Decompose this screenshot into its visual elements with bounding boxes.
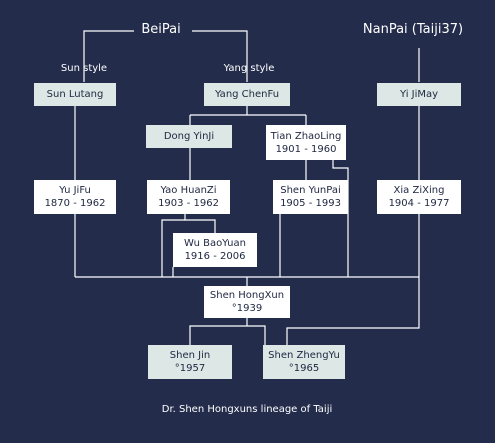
connector-yang-fork: [189, 106, 307, 125]
node-name: Yu JiFu: [59, 185, 91, 196]
node-name: Xia ZiXing: [393, 185, 445, 196]
node-yu-jifu: Yu JiFu 1870 - 1962: [34, 180, 116, 214]
node-shen-jin: Shen Jin °1957: [148, 345, 232, 379]
nanpai-title: NanPai (Taiji37): [362, 22, 464, 37]
node-yao-huanzi: Yao HuanZi 1903 - 1962: [147, 180, 230, 214]
node-name: Tian ZhaoLing: [270, 130, 342, 142]
node-name: Shen HongXun: [209, 290, 285, 301]
beipai-title: BeiPai: [141, 22, 181, 37]
node-name: Yang ChenFu: [214, 89, 280, 100]
node-name: Shen YunPai: [280, 185, 341, 196]
node-tian-zhaoling: Tian ZhaoLing 1901 - 1960: [266, 125, 346, 160]
node-name: Shen ZhengYu: [268, 350, 340, 361]
node-dong-yinji: Dong YinJi: [146, 125, 232, 148]
node-name: Wu BaoYuan: [184, 238, 246, 249]
node-name: Shen Jin: [169, 350, 211, 361]
connector-yao-wu: [184, 214, 216, 233]
node-name: Dong YinJi: [163, 131, 215, 142]
node-shen-zhengyu: Shen ZhengYu °1965: [263, 345, 345, 379]
node-years: 1904 - 1977: [388, 198, 450, 209]
node-xia-zixing: Xia ZiXing 1904 - 1977: [377, 180, 461, 214]
node-yang-chenfu: Yang ChenFu: [204, 83, 290, 106]
connector-tian-down: [332, 160, 349, 277]
node-years: 1905 - 1993: [280, 198, 341, 209]
connector-right-to-zhengyu: [286, 277, 420, 345]
connector-yao-loop: [161, 219, 185, 277]
yang-style-label: Yang style: [223, 63, 275, 74]
node-yi-jimay: Yi JiMay: [377, 83, 461, 106]
diagram-caption: Dr. Shen Hongxuns lineage of Taiji: [161, 404, 333, 415]
node-years: °1939: [231, 303, 263, 314]
node-name: Yao HuanZi: [160, 185, 217, 196]
node-years: °1957: [174, 363, 206, 374]
node-years: 1870 - 1962: [44, 198, 106, 209]
node-years: °1965: [288, 363, 320, 374]
connector-hongxun-children: [189, 318, 266, 345]
node-years: 1916 - 2006: [184, 251, 246, 262]
node-years: 1901 - 1960: [275, 143, 337, 155]
node-shen-yunpai: Shen YunPai 1905 - 1993: [273, 180, 348, 214]
node-wu-baoyuan: Wu BaoYuan 1916 - 2006: [173, 233, 257, 267]
sun-style-label: Sun style: [60, 63, 108, 74]
node-shen-hongxun: Shen HongXun °1939: [204, 286, 290, 318]
node-years: 1903 - 1962: [158, 198, 219, 209]
connector-beipai: [83, 30, 248, 82]
node-name: Yi JiMay: [399, 89, 439, 100]
node-name: Sun Lutang: [46, 89, 104, 100]
node-sun-lutang: Sun Lutang: [34, 83, 116, 106]
